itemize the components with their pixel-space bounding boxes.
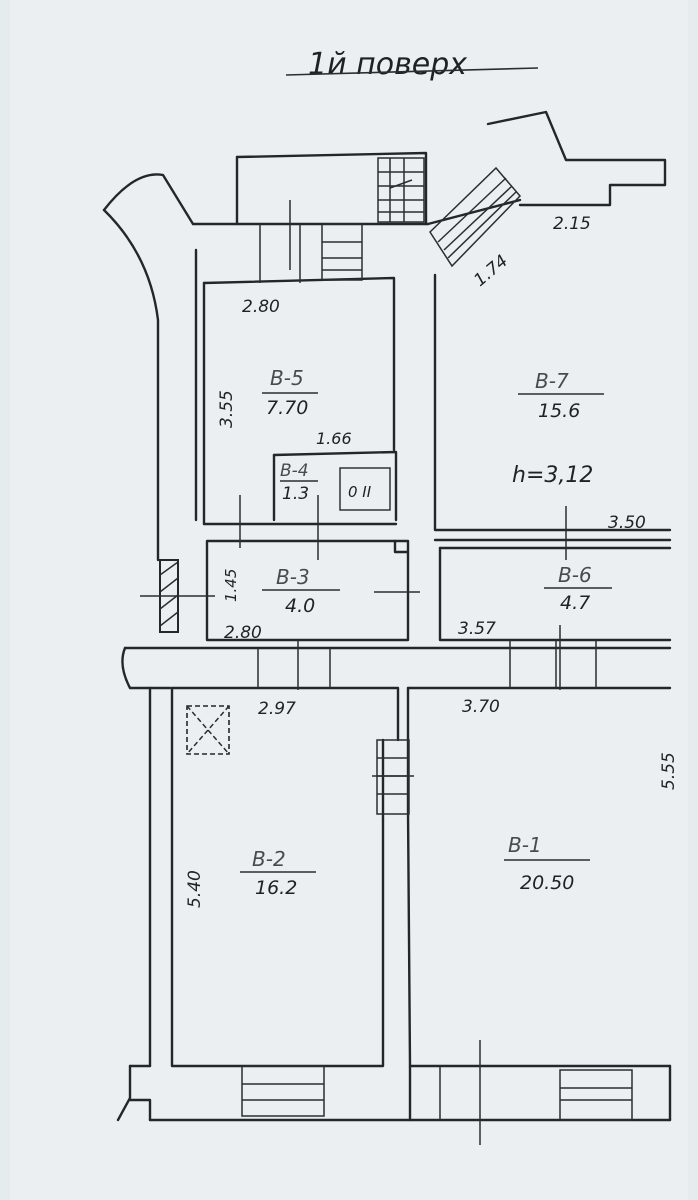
plan-title: 1й поверх — [308, 47, 467, 82]
room-b1-code: В-1 — [508, 833, 542, 857]
room-b5-area: 7.70 — [266, 397, 308, 419]
dim-3-55: 3.55 — [217, 390, 237, 428]
dim-3-57: 3.57 — [458, 619, 496, 639]
dim-2-80-top: 2.80 — [242, 297, 280, 317]
toilet-fixture: 0 II — [339, 467, 391, 511]
dim-5-40: 5.40 — [185, 870, 205, 908]
room-b7-code: В-7 — [535, 369, 569, 393]
dim-2-80-mid: 2.80 — [224, 623, 262, 643]
title-underline — [285, 67, 539, 76]
room-b6-area: 4.7 — [560, 592, 590, 614]
stairs — [140, 157, 633, 1145]
dim-2-97: 2.97 — [258, 699, 296, 719]
room-b3-code: В-3 — [276, 565, 310, 589]
room-b1-area: 20.50 — [520, 872, 574, 894]
room-b4-code: В-4 — [280, 461, 309, 481]
room-b2-code: В-2 — [252, 847, 286, 871]
room-labels: В-5 7.70 В-7 15.6 В-4 1.3 В-3 4.0 В-6 4.… — [240, 366, 612, 899]
room-b5-code: В-5 — [270, 366, 304, 390]
dim-5-55: 5.55 — [659, 752, 679, 790]
dim-3-70: 3.70 — [462, 697, 500, 717]
dim-1-45: 1.45 — [222, 569, 240, 602]
dim-1-66: 1.66 — [316, 429, 352, 448]
room-b3-area: 4.0 — [285, 595, 315, 617]
dim-2-15: 2.15 — [553, 214, 591, 234]
room-b2-area: 16.2 — [255, 877, 297, 899]
fixture-label: 0 II — [348, 483, 372, 501]
room-b7-area: 15.6 — [538, 400, 580, 422]
ceiling-height: h=3,12 — [512, 463, 593, 488]
room-b6-code: В-6 — [558, 563, 592, 587]
dim-3-50: 3.50 — [608, 513, 646, 533]
room-b4-area: 1.3 — [282, 484, 309, 504]
